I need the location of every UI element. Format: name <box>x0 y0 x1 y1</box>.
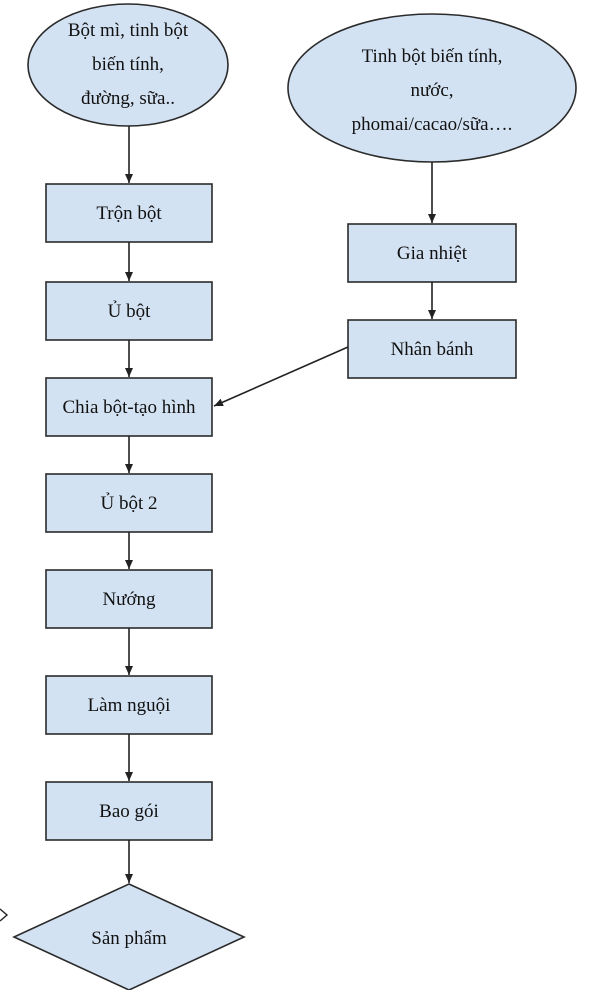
u-bot-label: Ủ bột <box>108 300 151 322</box>
node-input-filling: Tinh bột biến tính, nước, phomai/cacao/s… <box>287 13 577 163</box>
node-u-bot: Ủ bột <box>45 281 213 341</box>
input-filling-line-1: Tinh bột biến tính, <box>362 46 503 67</box>
node-chia-bot: Chia bột-tạo hình <box>45 377 213 437</box>
bao-goi-label: Bao gói <box>99 801 159 822</box>
node-nhan-banh: Nhân bánh <box>347 319 517 379</box>
node-input-dough: Bột mì, tinh bột biến tính, đường, sữa.. <box>27 3 229 127</box>
node-lam-nguoi: Làm nguội <box>45 675 213 735</box>
node-tron-bot: Trộn bột <box>45 183 213 243</box>
u-bot-2-label: Ủ bột 2 <box>101 492 158 514</box>
input-filling-line-2: nước, <box>410 80 453 101</box>
node-nuong: Nướng <box>45 569 213 629</box>
input-dough-line-3: đường, sữa.. <box>81 88 175 109</box>
input-dough-line-2: biến tính, <box>92 54 164 75</box>
input-filling-line-3: phomai/cacao/sữa…. <box>352 114 513 135</box>
nuong-label: Nướng <box>102 589 156 610</box>
nhan-banh-label: Nhân bánh <box>391 339 474 360</box>
stray-arrowhead-mark <box>0 908 9 922</box>
node-u-bot-2: Ủ bột 2 <box>45 473 213 533</box>
lam-nguoi-label: Làm nguội <box>88 695 171 716</box>
node-san-pham: Sản phẩm <box>12 883 246 990</box>
gia-nhiet-label: Gia nhiệt <box>397 243 468 264</box>
node-gia-nhiet: Gia nhiệt <box>347 223 517 283</box>
input-dough-line-1: Bột mì, tinh bột <box>68 20 189 41</box>
chia-bot-label: Chia bột-tạo hình <box>63 397 196 418</box>
san-pham-label: Sản phẩm <box>91 928 167 949</box>
arrow-nhan-banh-to-chia-bot <box>213 346 349 407</box>
node-bao-goi: Bao gói <box>45 781 213 841</box>
tron-bot-label: Trộn bột <box>96 203 162 224</box>
